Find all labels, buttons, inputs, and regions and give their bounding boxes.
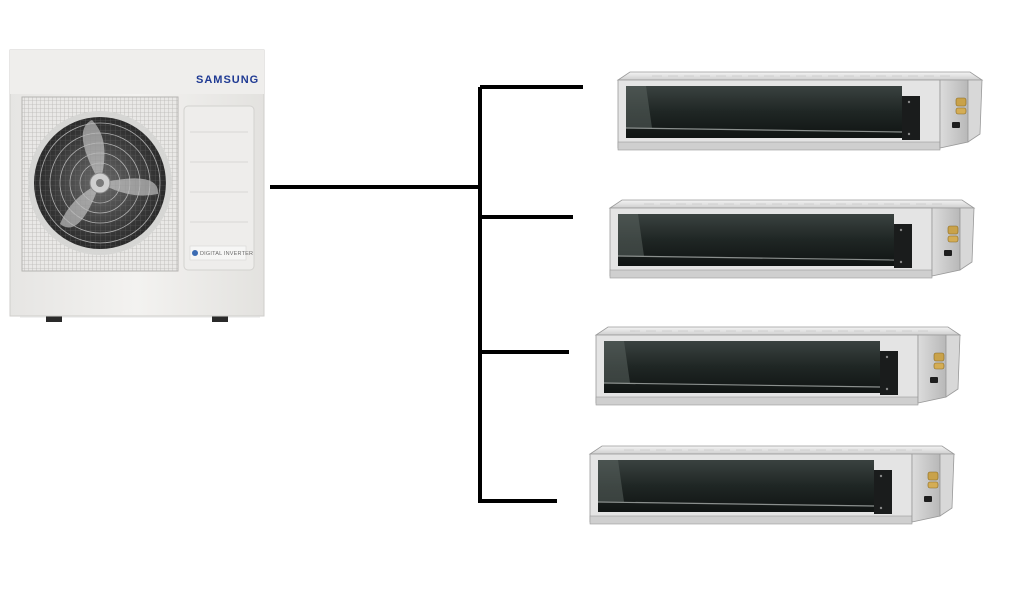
inverter-badge-icon	[192, 250, 198, 256]
outdoor-unit-foot-right	[212, 314, 228, 322]
outdoor-unit-foot-left	[46, 314, 62, 322]
brand-logo: SAMSUNG	[196, 74, 259, 86]
outdoor-unit: SAMSUNG DIGITAL INVERTER	[9, 49, 265, 322]
indoor-unit-3	[595, 326, 961, 406]
indoor-unit-4	[589, 445, 955, 525]
indoor-unit-2	[609, 199, 975, 279]
refrigerant-pipework	[270, 85, 583, 503]
outdoor-unit-side-panel	[183, 105, 255, 271]
inverter-badge-label: DIGITAL INVERTER	[200, 251, 253, 257]
indoor-unit-1	[617, 71, 983, 151]
